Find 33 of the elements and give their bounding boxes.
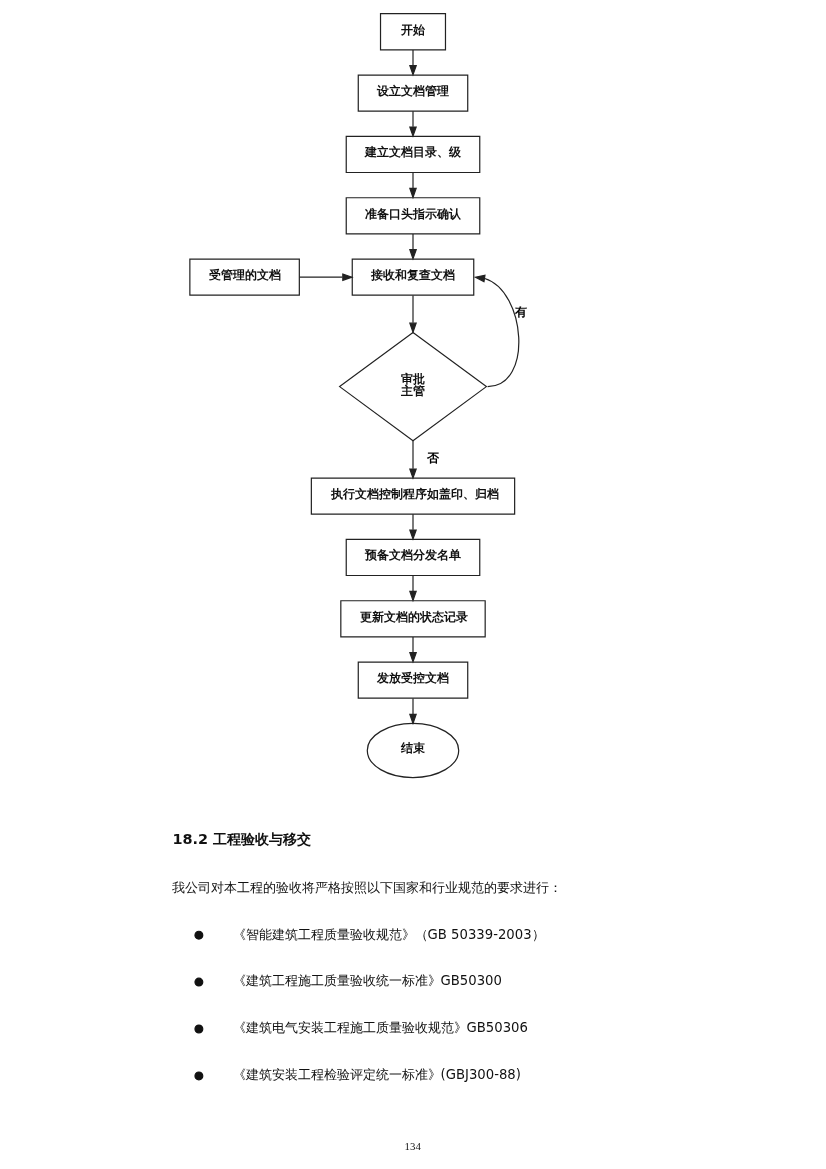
arrow bbox=[409, 440, 417, 480]
arrow bbox=[409, 513, 417, 541]
label: 《建筑工程施工质量验收统一标准》GB50300 bbox=[232, 973, 502, 989]
arrow bbox=[409, 233, 417, 261]
arrow bbox=[409, 172, 417, 200]
arrow bbox=[473, 274, 520, 388]
edge-label: 有 bbox=[515, 304, 528, 319]
node-box: 发放受控文档 bbox=[357, 661, 469, 699]
node-box: 设立文档管理 bbox=[357, 74, 469, 112]
node-box: 开始 bbox=[379, 13, 447, 51]
node-diamond: 审批 主管 bbox=[338, 331, 488, 442]
node-ellipse: 结束 bbox=[366, 722, 460, 779]
arrow bbox=[298, 273, 354, 282]
label: 《智能建筑工程质量验收规范》（GB 50339-2003） bbox=[232, 926, 545, 942]
label: 我公司对本工程的验收将严格按照以下国家和行业规范的要求进行： bbox=[172, 879, 563, 895]
node-box: 接收和复查文档 bbox=[351, 258, 475, 296]
node-box: 建立文档目录、级 bbox=[345, 135, 481, 174]
arrow bbox=[409, 697, 417, 726]
node-box: 预备文档分发名单 bbox=[345, 538, 481, 577]
label: 134 bbox=[404, 1139, 421, 1152]
arrow bbox=[409, 636, 417, 664]
label: 《建筑安装工程检验评定统一标准》(GBJ300-88) bbox=[232, 1067, 521, 1083]
arrow bbox=[409, 49, 417, 77]
node-box: 更新文档的状态记录 bbox=[340, 600, 486, 638]
node-box: 执行文档控制程序如盖印、归档 bbox=[310, 477, 516, 515]
node-box: 受管理的文档 bbox=[189, 258, 300, 296]
label: 《建筑电气安装工程施工质量验收规范》GB50306 bbox=[232, 1020, 528, 1036]
edge-label: 否 bbox=[427, 450, 440, 465]
node-box: 准备口头指示确认 bbox=[345, 197, 481, 235]
arrow bbox=[409, 110, 417, 138]
arrow bbox=[409, 294, 417, 334]
arrow bbox=[409, 575, 417, 603]
label: 18.2 工程验收与移交 bbox=[172, 830, 312, 847]
